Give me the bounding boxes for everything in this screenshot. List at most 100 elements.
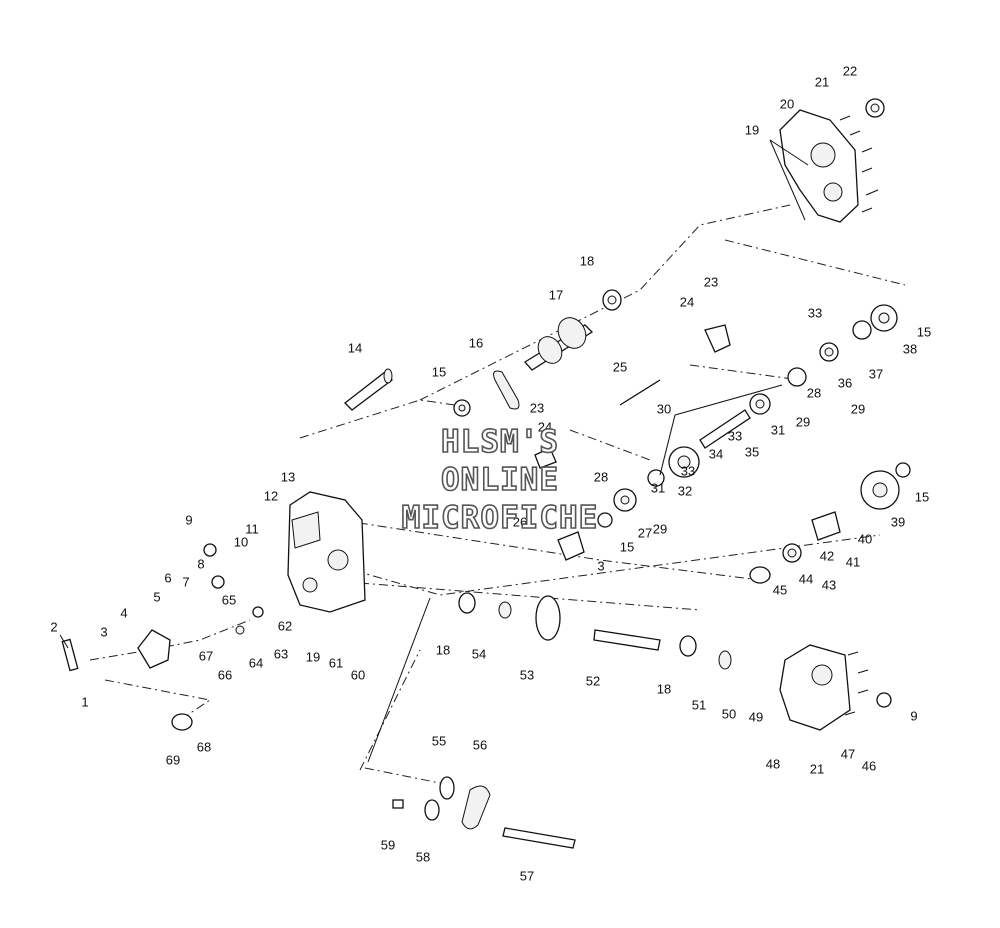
rear-cover-part <box>779 98 885 223</box>
callout-19: 19 <box>306 649 320 664</box>
callout-3: 3 <box>597 558 604 573</box>
callout-9: 9 <box>910 708 917 723</box>
callout-33: 33 <box>728 428 742 443</box>
callout-32: 32 <box>678 483 692 498</box>
callout-20: 20 <box>780 96 794 111</box>
callout-33: 33 <box>808 305 822 320</box>
callout-60: 60 <box>351 667 365 682</box>
callout-69: 69 <box>166 752 180 767</box>
callout-51: 51 <box>692 697 706 712</box>
callout-61: 61 <box>329 655 343 670</box>
callout-18: 18 <box>657 681 671 696</box>
callout-38: 38 <box>903 341 917 356</box>
watermark-line-3: MICROFICHE <box>402 500 599 536</box>
callout-36: 36 <box>838 375 852 390</box>
callout-40: 40 <box>858 531 872 546</box>
callout-18: 18 <box>436 642 450 657</box>
callout-29: 29 <box>851 401 865 416</box>
main-case-part <box>287 491 366 613</box>
callout-44: 44 <box>799 571 813 586</box>
callout-9: 9 <box>185 512 192 527</box>
callout-39: 39 <box>891 514 905 529</box>
callout-37: 37 <box>869 366 883 381</box>
callout-8: 8 <box>197 556 204 571</box>
callout-48: 48 <box>766 756 780 771</box>
callout-17: 17 <box>549 287 563 302</box>
callout-47: 47 <box>841 746 855 761</box>
callout-35: 35 <box>745 444 759 459</box>
assembly-lines <box>89 204 906 786</box>
callout-45: 45 <box>773 582 787 597</box>
callout-2: 2 <box>50 619 57 634</box>
callout-53: 53 <box>520 667 534 682</box>
callout-31: 31 <box>771 422 785 437</box>
callout-23: 23 <box>530 400 544 415</box>
callout-4: 4 <box>120 605 127 620</box>
callout-68: 68 <box>197 739 211 754</box>
callout-14: 14 <box>348 340 362 355</box>
callout-56: 56 <box>473 737 487 752</box>
callout-12: 12 <box>264 488 278 503</box>
callout-26: 26 <box>513 514 527 529</box>
reverse-gear-part <box>749 462 911 584</box>
callout-64: 64 <box>249 655 263 670</box>
callout-21: 21 <box>810 761 824 776</box>
front-cover-part <box>779 644 892 731</box>
callout-63: 63 <box>274 646 288 661</box>
callout-67: 67 <box>199 648 213 663</box>
callout-16: 16 <box>469 335 483 350</box>
callout-15: 15 <box>620 539 634 554</box>
callout-54: 54 <box>472 646 486 661</box>
callout-43: 43 <box>822 577 836 592</box>
drive-shaft-part <box>458 592 732 670</box>
callout-15: 15 <box>917 324 931 339</box>
callout-7: 7 <box>182 574 189 589</box>
callout-49: 49 <box>749 709 763 724</box>
callout-28: 28 <box>594 469 608 484</box>
callout-15: 15 <box>915 489 929 504</box>
leader-lines <box>59 139 809 763</box>
callout-59: 59 <box>381 837 395 852</box>
callout-50: 50 <box>722 706 736 721</box>
callout-55: 55 <box>432 733 446 748</box>
callout-29: 29 <box>796 414 810 429</box>
callout-57: 57 <box>520 868 534 883</box>
watermark-line-1: HLSM'S <box>441 424 559 460</box>
callout-28: 28 <box>807 385 821 400</box>
callout-19: 19 <box>745 122 759 137</box>
callout-42: 42 <box>820 548 834 563</box>
callout-6: 6 <box>164 570 171 585</box>
callout-1: 1 <box>81 694 88 709</box>
output-shaft-part <box>524 289 622 371</box>
callout-65: 65 <box>222 592 236 607</box>
callout-24: 24 <box>680 294 694 309</box>
input-shaft-part <box>344 368 393 411</box>
chain-part <box>453 370 520 417</box>
parts <box>61 98 911 849</box>
callout-24: 24 <box>538 419 552 434</box>
callout-52: 52 <box>586 673 600 688</box>
callout-30: 30 <box>657 401 671 416</box>
shifter-housing-part <box>61 543 264 731</box>
callout-46: 46 <box>862 758 876 773</box>
callout-15: 15 <box>432 364 446 379</box>
callout-34: 34 <box>709 446 723 461</box>
callout-29: 29 <box>653 521 667 536</box>
callout-11: 11 <box>245 521 259 536</box>
watermark-line-2: ONLINE <box>441 462 559 498</box>
callout-18: 18 <box>580 253 594 268</box>
callout-13: 13 <box>281 469 295 484</box>
callout-25: 25 <box>613 359 627 374</box>
shift-fork-part <box>534 324 731 469</box>
callout-10: 10 <box>234 534 248 549</box>
bottom-chain-part <box>392 776 576 849</box>
callout-33: 33 <box>681 463 695 478</box>
callout-41: 41 <box>846 554 860 569</box>
callout-66: 66 <box>218 667 232 682</box>
callout-31: 31 <box>651 480 665 495</box>
callout-27: 27 <box>638 525 652 540</box>
callout-21: 21 <box>815 74 829 89</box>
